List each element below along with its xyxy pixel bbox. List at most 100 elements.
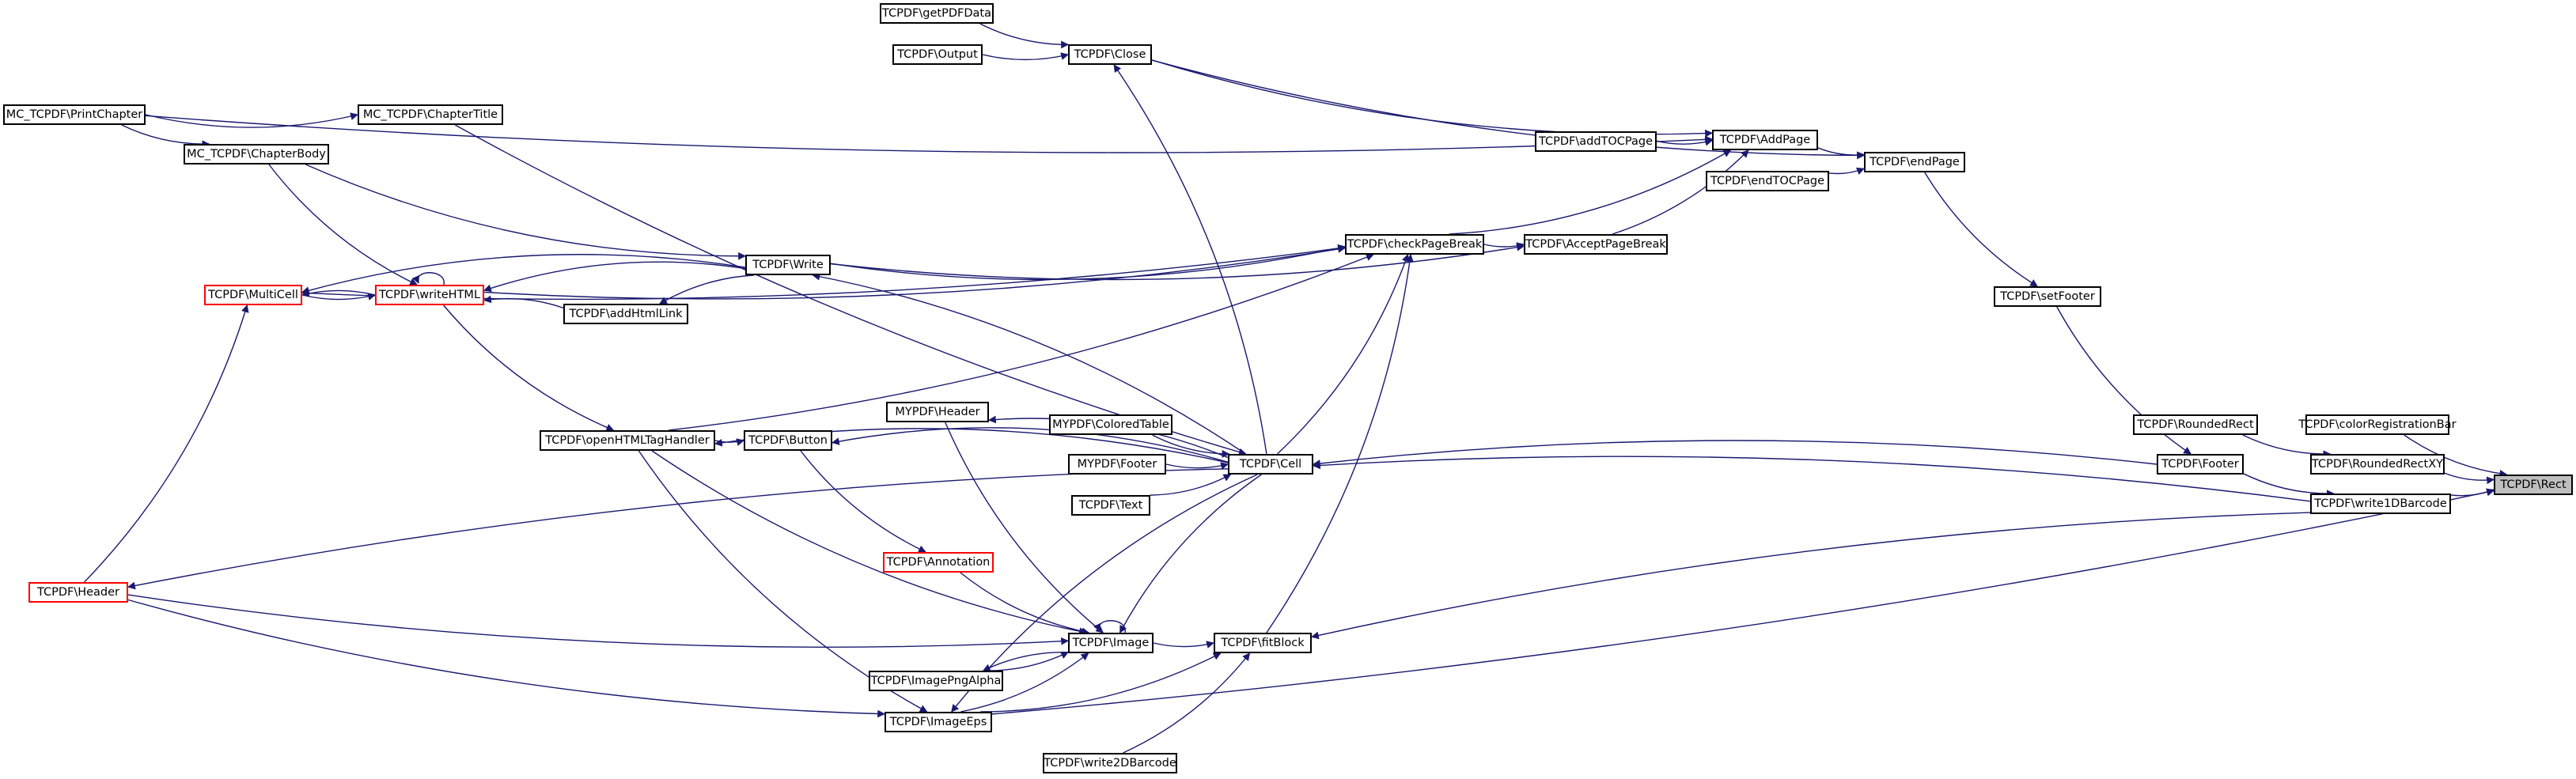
edge-cell-to-image <box>1119 474 1262 633</box>
edge-myheader-to-image <box>945 422 1104 633</box>
edge-cell-to-write <box>812 272 1246 455</box>
edge-image-eps-to-rect <box>991 488 2495 715</box>
edge-footer-to-cell <box>1313 440 2157 467</box>
edge-close-to-add-page <box>1151 59 1713 138</box>
node-get-pdfdata[interactable]: TCPDF\getPDFData <box>880 3 994 24</box>
node-label: MYPDF\Footer <box>1077 457 1157 471</box>
node-check-page-break[interactable]: TCPDF\checkPageBreak <box>1345 234 1484 255</box>
edge-color-registration-bar-to-rect <box>2404 434 2508 478</box>
node-multi-cell[interactable]: TCPDF\MultiCell <box>204 285 302 305</box>
node-write1-dbarcode[interactable]: TCPDF\write1DBarcode <box>2310 493 2451 514</box>
node-footer[interactable]: TCPDF\Footer <box>2157 454 2244 475</box>
edge-end-tocpage-to-end-page <box>1828 167 1865 175</box>
node-label: TCPDF\Image <box>1072 636 1150 649</box>
edge-write-html-to-open-htmltag-handler <box>443 304 615 432</box>
node-image[interactable]: TCPDF\Image <box>1068 633 1154 653</box>
node-label: TCPDF\getPDFData <box>882 6 991 20</box>
node-color-registration-bar[interactable]: TCPDF\colorRegistrationBar <box>2298 414 2457 435</box>
node-label: TCPDF\Write <box>752 258 824 271</box>
node-write-html[interactable]: TCPDF\writeHTML <box>375 285 484 305</box>
node-label: MC_TCPDF\ChapterTitle <box>362 108 498 121</box>
edge-image-eps-to-image <box>960 652 1089 713</box>
node-label: TCPDF\AcceptPageBreak <box>1525 237 1666 251</box>
edge-check-page-break-to-accept-page-break <box>1483 242 1525 250</box>
edge-fit-block-to-check-page-break <box>1266 254 1414 633</box>
node-label: TCPDF\Annotation <box>886 555 991 569</box>
node-label: TCPDF\RoundedRect <box>2137 418 2254 431</box>
node-label: TCPDF\AddPage <box>1719 133 1811 146</box>
node-image-eps[interactable]: TCPDF\ImageEps <box>885 712 992 732</box>
edge-write1-dbarcode-to-cell <box>1313 456 2311 502</box>
node-label: TCPDF\checkPageBreak <box>1347 237 1483 251</box>
edge-write-to-multi-cell <box>301 254 746 294</box>
node-label: TCPDF\addHtmlLink <box>569 307 683 320</box>
node-chapter-title[interactable]: MC_TCPDF\ChapterTitle <box>358 104 503 125</box>
node-annotation[interactable]: TCPDF\Annotation <box>883 552 994 573</box>
node-button[interactable]: TCPDF\Button <box>744 430 832 451</box>
node-text[interactable]: TCPDF\Text <box>1071 495 1150 516</box>
node-label: TCPDF\write2DBarcode <box>1044 756 1176 770</box>
node-label: MYPDF\Header <box>895 405 980 418</box>
edge-get-pdfdata-to-close <box>979 23 1069 49</box>
node-add-tocpage[interactable]: TCPDF\addTOCPage <box>1535 131 1657 152</box>
node-add-html-link[interactable]: TCPDF\addHtmlLink <box>563 304 688 324</box>
edge-chapter-body-to-write <box>305 164 746 260</box>
edge-footer-to-write1-dbarcode <box>2243 473 2335 498</box>
edge-colored-table-to-cell <box>1152 434 1230 458</box>
edge-rounded-rect-xy-to-rect <box>2444 472 2495 485</box>
node-image-png-alpha[interactable]: TCPDF\ImagePngAlpha <box>869 671 1003 691</box>
node-myheader[interactable]: MYPDF\Header <box>886 402 989 422</box>
edge-annotation-to-image <box>960 572 1090 636</box>
node-rounded-rect[interactable]: TCPDF\RoundedRect <box>2133 414 2258 435</box>
edge-write1-dbarcode-to-fit-block <box>1311 512 2311 640</box>
edge-image-to-fit-block <box>1153 641 1214 649</box>
edge-cell-to-header <box>127 468 1229 590</box>
edge-check-page-break-to-add-page <box>1449 149 1732 235</box>
node-label: TCPDF\Rect <box>2500 478 2567 491</box>
node-cell[interactable]: TCPDF\Cell <box>1228 454 1313 475</box>
node-write2-dbarcode[interactable]: TCPDF\write2DBarcode <box>1043 753 1177 773</box>
node-fit-block[interactable]: TCPDF\fitBlock <box>1214 633 1312 653</box>
edge-cell-to-check-page-break <box>1277 254 1410 455</box>
edge-set-footer-to-footer <box>2056 306 2191 455</box>
edge-myfooter-to-cell <box>1165 462 1229 470</box>
node-chapter-body[interactable]: MC_TCPDF\ChapterBody <box>184 144 329 164</box>
edge-close-to-end-page <box>1151 59 1865 160</box>
edge-print-chapter-to-add-page <box>145 115 1713 153</box>
node-end-page[interactable]: TCPDF\endPage <box>1864 152 1965 172</box>
edge-write-to-accept-page-break <box>830 243 1525 281</box>
edge-write-to-check-page-break <box>830 244 1346 281</box>
node-label: TCPDF\MultiCell <box>208 288 298 301</box>
edge-image-to-image <box>1093 620 1126 633</box>
node-label: TCPDF\write1DBarcode <box>2314 497 2447 510</box>
edge-image-eps-to-fit-block <box>980 652 1222 713</box>
node-set-footer[interactable]: TCPDF\setFooter <box>1994 286 2101 307</box>
edge-text-to-cell <box>1150 474 1232 496</box>
node-end-tocpage[interactable]: TCPDF\endTOCPage <box>1706 171 1829 191</box>
node-print-chapter[interactable]: MC_TCPDF\PrintChapter <box>3 104 146 125</box>
node-label: TCPDF\endTOCPage <box>1710 174 1825 187</box>
node-label: TCPDF\addTOCPage <box>1538 134 1654 148</box>
node-myfooter[interactable]: MYPDF\Footer <box>1068 454 1166 475</box>
node-label: MC_TCPDF\ChapterBody <box>187 147 326 161</box>
node-rounded-rect-xy[interactable]: TCPDF\RoundedRectXY <box>2310 454 2445 475</box>
node-label: TCPDF\Cell <box>1239 457 1302 471</box>
node-close[interactable]: TCPDF\Close <box>1068 44 1152 65</box>
edge-write-html-to-check-page-break <box>483 245 1346 300</box>
node-rect[interactable]: TCPDF\Rect <box>2494 475 2573 495</box>
node-write[interactable]: TCPDF\Write <box>745 255 831 275</box>
edge-write2-dbarcode-to-fit-block <box>1123 652 1251 754</box>
node-open-htmltag-handler[interactable]: TCPDF\openHTMLTagHandler <box>540 430 715 451</box>
node-label: TCPDF\ImageEps <box>889 715 987 728</box>
node-header[interactable]: TCPDF\Header <box>28 582 128 603</box>
edge-add-page-to-end-page <box>1817 147 1865 160</box>
node-colored-table[interactable]: MYPDF\ColoredTable <box>1049 414 1172 435</box>
node-accept-page-break[interactable]: TCPDF\AcceptPageBreak <box>1524 234 1668 255</box>
node-label: TCPDF\setFooter <box>2000 289 2095 303</box>
node-label: TCPDF\Output <box>897 47 978 61</box>
node-label: TCPDF\ImagePngAlpha <box>870 674 1002 687</box>
node-output[interactable]: TCPDF\Output <box>892 44 983 65</box>
edge-cell-to-close <box>1113 64 1267 455</box>
node-label: TCPDF\fitBlock <box>1221 636 1305 649</box>
node-add-page[interactable]: TCPDF\AddPage <box>1712 130 1818 150</box>
